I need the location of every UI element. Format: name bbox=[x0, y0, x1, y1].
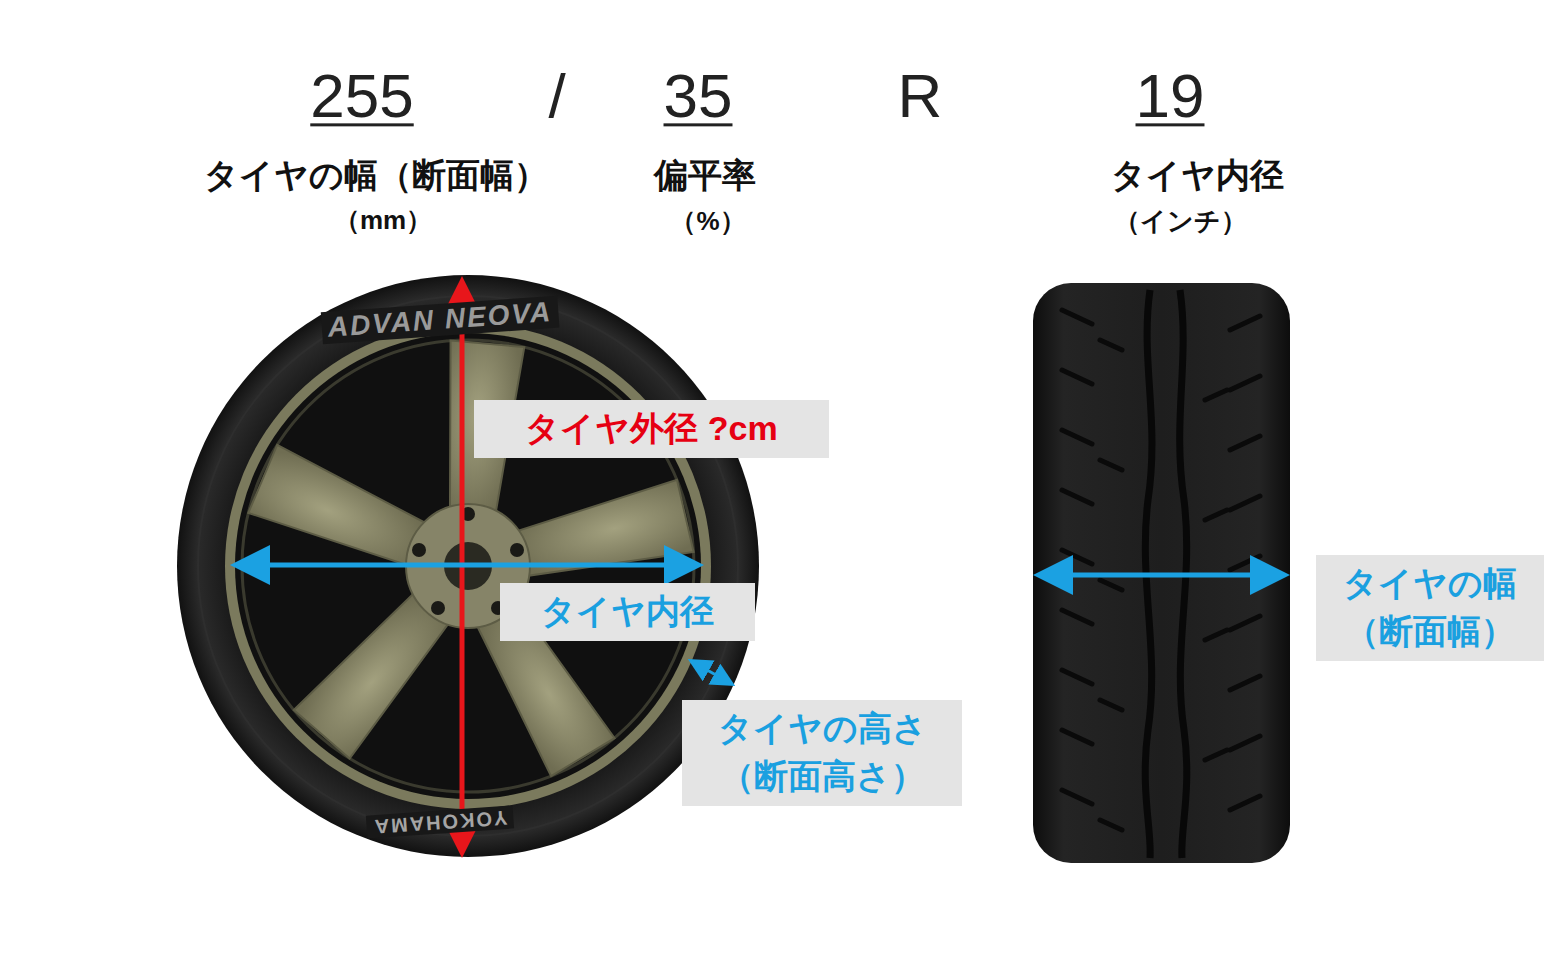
section-height-label: タイヤの高さ （断面高さ） bbox=[682, 700, 962, 806]
aspect-caption: 偏平率 bbox=[654, 156, 756, 195]
unit-caption: （%） bbox=[670, 207, 745, 237]
width-caption: タイヤの幅（断面幅） bbox=[204, 156, 548, 195]
unit-caption: （インチ） bbox=[1114, 207, 1247, 237]
outer-diameter-label: タイヤ外径 ?cm bbox=[474, 400, 829, 458]
section-height-arrow bbox=[693, 662, 730, 683]
section-width-arrow bbox=[1043, 573, 1280, 578]
tire-tread-view bbox=[1033, 283, 1290, 863]
brand-text: YOKOHAMA bbox=[366, 805, 514, 838]
rim-diameter-value: 19 bbox=[1136, 60, 1205, 131]
inner-diameter-arrow bbox=[240, 563, 694, 568]
separator: / bbox=[548, 60, 565, 131]
box-text: タイヤの幅 （断面幅） bbox=[1326, 560, 1534, 655]
box-text: タイヤの高さ （断面高さ） bbox=[692, 705, 952, 800]
box-text: タイヤ内径 bbox=[541, 588, 714, 636]
section-width-label: タイヤの幅 （断面幅） bbox=[1316, 555, 1544, 661]
unit-caption: （mm） bbox=[334, 206, 432, 236]
brand-text: ADVAN NEOVA bbox=[321, 296, 559, 345]
tire-side-view bbox=[177, 275, 759, 857]
box-text: タイヤ外径 ?cm bbox=[525, 405, 777, 453]
inner-diameter-label: タイヤ内径 bbox=[500, 583, 755, 641]
rim-caption: タイヤ内径 bbox=[1111, 156, 1284, 195]
aspect-ratio-value: 35 bbox=[664, 60, 733, 131]
width-value: 255 bbox=[310, 60, 413, 131]
radial-mark: R bbox=[898, 60, 943, 131]
